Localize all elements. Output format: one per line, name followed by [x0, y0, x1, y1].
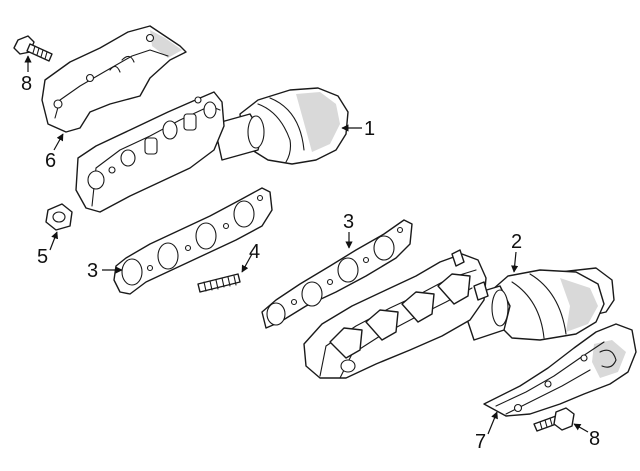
exhaust-manifold-lower: [303, 249, 615, 379]
heat-shield-upper: [41, 25, 187, 133]
bolt-lower: [533, 407, 575, 432]
callout-6: 6: [45, 150, 56, 172]
exhaust-manifold-upper: [75, 87, 349, 213]
leader-lines: [24, 55, 589, 435]
callout-labels: 1 2 3 3 4 5 6 7 8 8: [21, 73, 600, 453]
callout-4: 4: [249, 241, 260, 263]
callout-3-left: 3: [87, 260, 98, 282]
callout-8-upper: 8: [21, 73, 32, 95]
stud: [197, 273, 241, 293]
gasket-left: [113, 187, 273, 295]
callout-7: 7: [475, 431, 486, 453]
callout-3-right: 3: [343, 211, 354, 233]
callout-8-lower: 8: [589, 428, 600, 450]
nut: [45, 203, 73, 231]
heat-shield-lower: [483, 323, 637, 417]
gasket-right: [261, 219, 413, 329]
callout-1: 1: [364, 118, 375, 140]
bolt-upper: [13, 35, 53, 62]
callout-2: 2: [511, 231, 522, 253]
callout-5: 5: [37, 246, 48, 268]
